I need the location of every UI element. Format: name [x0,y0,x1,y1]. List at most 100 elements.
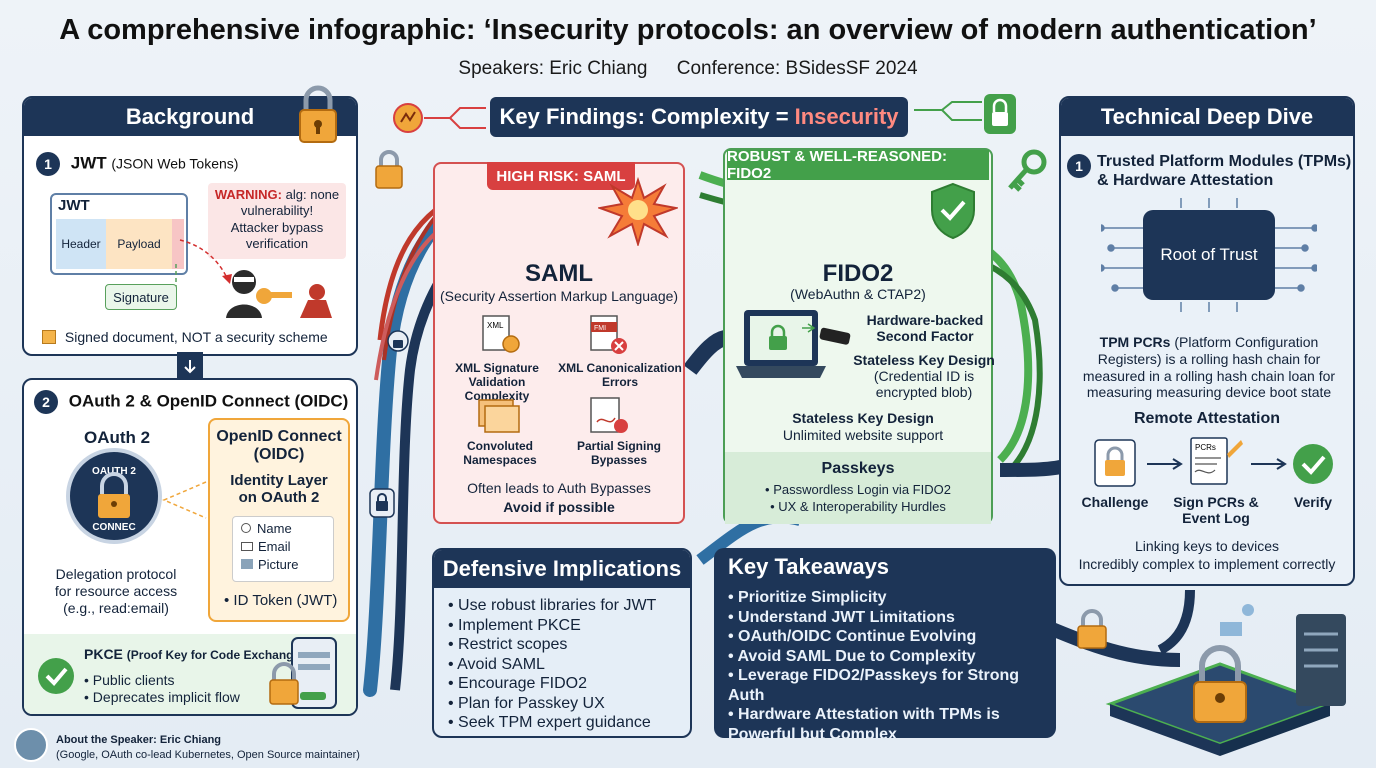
pkce-points: Public clients Deprecates implicit flow [84,664,240,706]
arrow-right-icon [1251,458,1287,470]
challenge-lock-icon [1094,439,1136,487]
jwt-box-label: JWT [58,197,90,214]
jwt-structure-diagram: JWT Header Payload [50,193,188,275]
jwt-number: 1 [36,152,60,176]
defensive-list: Use robust libraries for JWT Implement P… [434,588,690,733]
key-findings-bar: Key Findings: Complexity = Insecurity [490,97,908,137]
stateless-design-label-2: Stateless Key Design [792,410,934,426]
page-subtitle: Speakers: Eric Chiang Conference: BSides… [0,58,1376,80]
secure-node-icon [914,94,1016,134]
findings-highlight: Insecurity [794,104,899,129]
saml-item: XML Canonicalization Errors [558,361,682,389]
passkeys-point: • UX & Interoperability Hurdles [770,499,946,514]
takeaways-list: Prioritize Simplicity Understand JWT Lim… [714,580,1056,738]
takeaway-item: Hardware Attestation with TPMs is Powerf… [728,705,1056,738]
passkeys-title: Passkeys [821,460,895,477]
oidc-box: OpenID Connect (OIDC) Identity Layer on … [208,418,350,622]
xml-doc-text: XML [487,321,504,330]
shield-check-icon [931,182,975,240]
pcr-description: (Platform Configuration Registers) is a … [1082,334,1336,401]
padlock-icon [299,85,337,143]
jwt-note: Signed document, NOT a security scheme [42,329,328,345]
explosion-icon [598,176,678,246]
defensive-item: Implement PKCE [448,616,690,636]
defensive-heading: Defensive Implications [434,550,690,588]
laptop-security-key-icon [736,310,851,378]
findings-label: Key Findings: Complexity = [499,104,789,129]
xml-signature-icon: XML [482,315,520,353]
id-token-label: • ID Token (JWT) [224,592,338,609]
bypass-arrow [179,239,232,284]
badge-top-text: OAUTH 2 [92,466,136,477]
stateless-design-label: Stateless Key Design [853,352,995,368]
oidc-claims-card: Name Email Picture [232,516,334,582]
cable-padlock-icon [369,488,395,518]
partial-signing-icon [590,397,628,433]
saml-subtitle: (Security Assertion Markup Language) [439,288,679,304]
speaker-avatar [14,728,48,762]
pkce-point: Public clients [84,672,240,689]
saml-footer: Often leads to Auth Bypasses [467,480,651,496]
saml-item: XML Signature Validation Complexity [455,361,539,403]
cable-padlock-icon [1077,609,1107,649]
jwt-title: JWT [70,153,107,173]
high-risk-tag: HIGH RISK: SAML [487,162,635,190]
claim-name: Name [241,520,325,538]
technical-deep-dive-panel: Technical Deep Dive 1 Trusted Platform M… [1059,96,1355,586]
defensive-item: Seek TPM expert guidance [448,713,690,733]
memo-icon [42,330,56,344]
speakers-label: Speakers: Eric Chiang [458,58,648,79]
saml-footer-strong: Avoid if possible [503,499,615,515]
jwt-title-sub: (JSON Web Tokens) [111,155,239,172]
signature-label: Signature [105,284,177,310]
envelope-icon [241,542,253,552]
chip-circuit-lines [1101,198,1317,312]
attestation-step: Sign PCRs & Event Log [1173,494,1259,527]
oauth-badge-art: OAUTH 2 CONNEC [92,466,136,533]
pcrs-doc-text: PCRs [1195,443,1216,452]
check-circle-icon [38,658,74,694]
saml-item: Convoluted Namespaces [463,439,537,467]
saml-item: Partial Signing Bypasses [576,439,661,467]
attestation-step: Challenge [1081,494,1149,510]
saml-title: SAML [525,260,593,287]
warning-prefix: WARNING: [214,187,283,202]
jwt-payload-segment: Payload [106,219,172,269]
tpm-pcr-text: TPM PCRs (Platform Configuration Registe… [1069,334,1349,401]
defensive-item: Encourage FIDO2 [448,674,690,694]
phone-login-icon [269,637,337,709]
fmi-doc-text: FMI [594,325,606,332]
fido2-title: FIDO2 [822,260,894,287]
attestation-step: Verify [1293,494,1333,510]
defensive-implications-panel: Defensive Implications Use robust librar… [432,548,692,738]
cable-padlock-icon [387,330,409,352]
jwt-header-segment: Header [56,219,106,269]
remote-attestation-title: Remote Attestation [1133,410,1281,427]
key-icon [1008,149,1047,192]
takeaways-heading: Key Takeaways [728,554,890,579]
image-icon [241,559,253,570]
stateless-design-detail: (Credential ID is encrypted blob) [873,368,975,401]
verify-check-icon [1293,444,1333,484]
root-of-trust-chip: Root of Trust [1143,210,1275,300]
defensive-item: Use robust libraries for JWT [448,596,690,616]
warning-detail: Attacker bypass verification [230,219,324,251]
hw-factor-label: Hardware-backed Second Factor [866,312,984,345]
oauth-number: 2 [34,390,58,414]
about-speaker: About the Speaker: Eric Chiang (Google, … [56,733,360,763]
tpm-title: Trusted Platform Modules (TPMs) & Hardwa… [1097,153,1352,190]
user-icon [241,523,251,533]
oauth2-label: OAuth 2 [84,428,151,447]
oidc-layer: Identity Layer on OAuth 2 [230,472,328,507]
conference-label: Conference: BSidesSF 2024 [676,58,918,79]
takeaway-item: Prioritize Simplicity [728,588,1056,608]
jwt-signature-segment [172,219,184,269]
arrow-down-icon [184,360,196,374]
xml-error-icon: FMI [590,315,627,354]
badge-bottom-text: CONNEC [92,522,135,533]
small-padlock-icon [375,150,403,189]
defensive-item: Avoid SAML [448,655,690,675]
folders-icon [478,399,520,433]
alg-none-warning: WARNING: alg: none vulnerability! Attack… [208,183,346,259]
delegation-text: Delegation protocol for resource access … [54,566,178,616]
